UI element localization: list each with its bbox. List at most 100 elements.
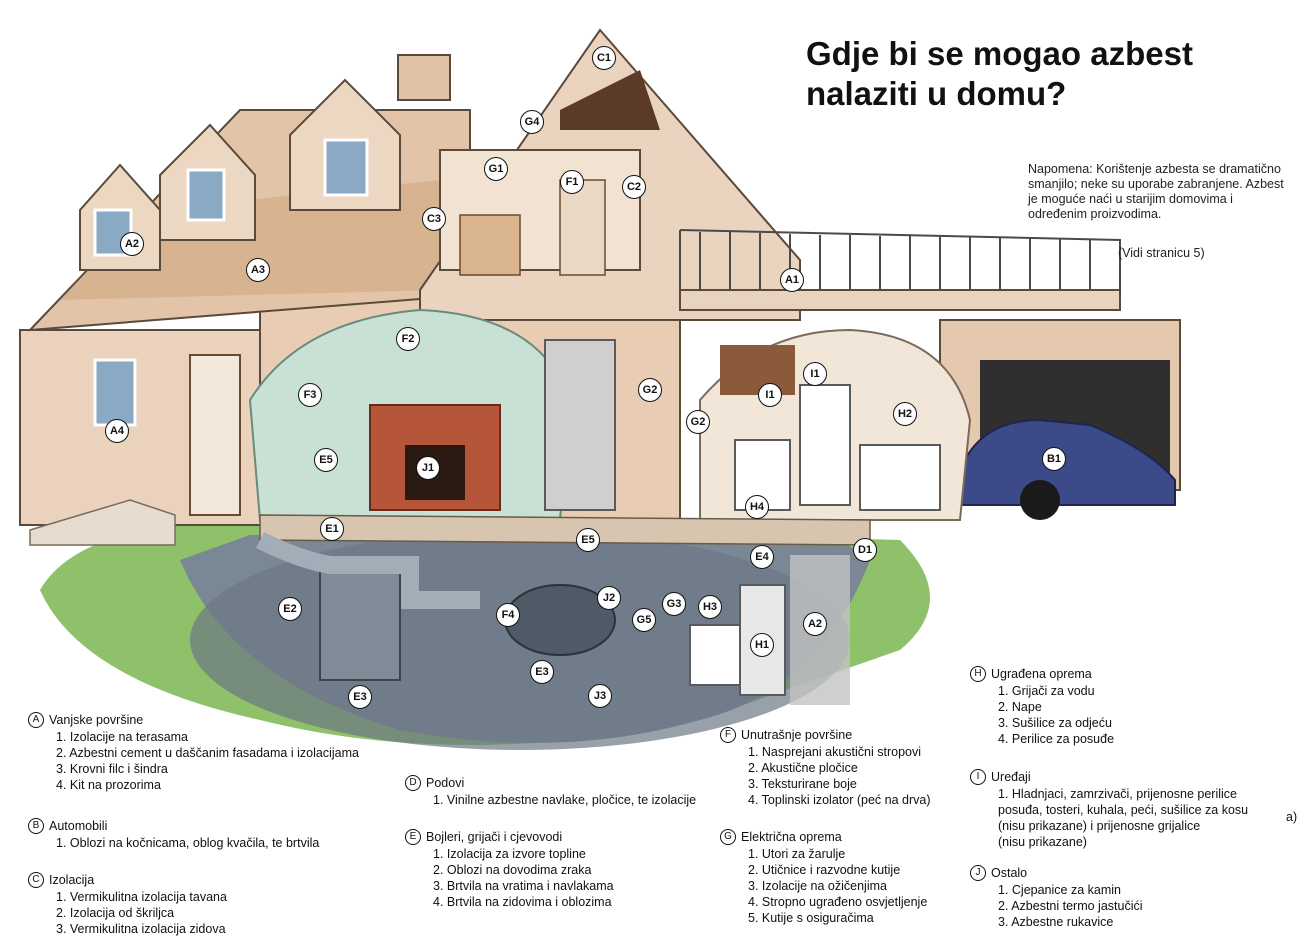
car-wheel [1020,480,1060,520]
note-text: Napomena: Korištenje azbesta se dramatič… [1028,162,1284,221]
legend-title-f: Unutrašnje površine [741,728,853,742]
marker-j1: J1 [416,456,440,480]
legend-group-c: C Izolacija 1. Vermikulitna izolacija tav… [28,872,227,937]
legend-item: 1. Cjepanice za kamin [998,883,1121,897]
legend-group-g: G Električna oprema 1. Utori za žarulje 2… [720,829,927,926]
legend-item: 2. Akustične pločice [748,761,858,775]
hallway-door [544,339,616,511]
marker-e3-boiler: E3 [530,660,554,684]
legend-item: 1. Vermikulitna izolacija tavana [56,890,227,904]
legend-item: 2. Utičnice i razvodne kutije [748,863,901,877]
marker-f3: F3 [298,383,322,407]
marker-g1: G1 [484,157,508,181]
dresser [459,214,521,276]
legend-item: 3. Izolacije na ožičenjima [748,879,887,893]
legend-item: 4. Stropno ugrađeno osvjetljenje [748,895,928,909]
lower-window [93,358,137,427]
legend-item: 1. Utori za žarulje [748,847,846,861]
marker-a2-basement: A2 [803,612,827,636]
legend-letter-b: B [28,818,44,834]
marker-h4: H4 [745,495,769,519]
page-title-line2: nalaziti u domu? [806,75,1067,112]
legend-letter-f: F [720,727,736,743]
legend-item: 2. Izolacija od škriljca [56,906,175,920]
refrigerator [799,384,851,506]
legend-item: (nisu prikazane) [998,835,1087,849]
chimney [397,54,451,101]
marker-j3: J3 [588,684,612,708]
marker-e3-furnace: E3 [348,685,372,709]
legend-title-e: Bojleri, grijači i cjevovodi [426,830,563,844]
marker-f2: F2 [396,327,420,351]
legend-item: 3. Brtvila na vratima i navlakama [433,879,614,893]
legend-item: 1. Nasprejani akustični stropovi [748,745,921,759]
legend-title-g: Električna oprema [741,830,842,844]
legend-item: 4. Brtvila na zidovima i oblozima [433,895,612,909]
marker-c3: C3 [422,207,446,231]
legend-letter-j: J [970,865,986,881]
legend-title-d: Podovi [426,776,465,790]
marker-e5-room: E5 [314,448,338,472]
marker-g5: G5 [632,608,656,632]
legend-item: (nisu prikazane) i prijenosne grijalice [998,819,1201,833]
legend-letter-e: E [405,829,421,845]
marker-f4: F4 [496,603,520,627]
legend-item: 2. Azbestni cement u daščanim fasadama i… [56,746,359,760]
marker-e1: E1 [320,517,344,541]
marker-c2: C2 [622,175,646,199]
front-door [189,354,241,516]
upstairs-door [559,179,606,276]
marker-g2-lamp: G2 [638,378,662,402]
stove [859,444,941,511]
marker-a4: A4 [105,419,129,443]
legend-letter-h: H [970,666,986,682]
marker-d1: D1 [853,538,877,562]
marker-e2: E2 [278,597,302,621]
legend-title-c: Izolacija [49,873,95,887]
page-title: Gdje bi se mogao azbest nalaziti u domu? [806,34,1193,114]
marker-b1: B1 [1042,447,1066,471]
front-steps [29,499,176,546]
legend-item: 4. Toplinski izolator (peć na drva) [748,793,931,807]
legend-item: 3. Vermikulitna izolacija zidova [56,922,226,936]
floor-slab [259,514,871,546]
marker-h1: H1 [750,633,774,657]
ducts [255,531,480,609]
legend-item: 5. Kutije s osiguračima [748,911,874,925]
car [959,418,1176,506]
marker-h2: H2 [893,402,917,426]
legend-item: 3. Teksturirane boje [748,777,857,791]
stray-text: a) [1286,810,1298,824]
marker-i1-fridge: I1 [803,362,827,386]
legend-item: 1. Hladnjaci, zamrzivači, prijenosne per… [998,787,1237,801]
legend-item: 4. Kit na prozorima [56,778,161,792]
marker-a3: A3 [246,258,270,282]
legend-letter-c: C [28,872,44,888]
legend-item: 3. Krovni filc i šindra [56,762,168,776]
legend-letter-d: D [405,775,421,791]
legend-letter-i: I [970,769,986,785]
kitchen-cabinets [720,345,795,395]
legend-item: 3. Azbestne rukavice [998,915,1114,929]
legend-letter-g: G [720,829,736,845]
legend-item: 1. Izolacije na terasama [56,730,189,744]
marker-a2-roof: A2 [120,232,144,256]
legend-title-b: Automobili [49,819,108,833]
balcony-rail [679,229,1121,295]
legend-item: 3. Sušilice za odjeću [998,716,1112,730]
legend-letter-a: A [28,712,44,728]
legend-title-h: Ugrađena oprema [991,667,1092,681]
marker-c1: C1 [592,46,616,70]
marker-g3: G3 [662,592,686,616]
marker-f1: F1 [560,170,584,194]
legend-item: posuđa, tosteri, kuhala, peći, sušilice … [998,803,1249,817]
marker-g2-outlet: G2 [686,410,710,434]
note-reference: (Vidi stranicu 5) [1118,246,1205,260]
legend-item: 1. Grijači za vodu [998,684,1095,698]
